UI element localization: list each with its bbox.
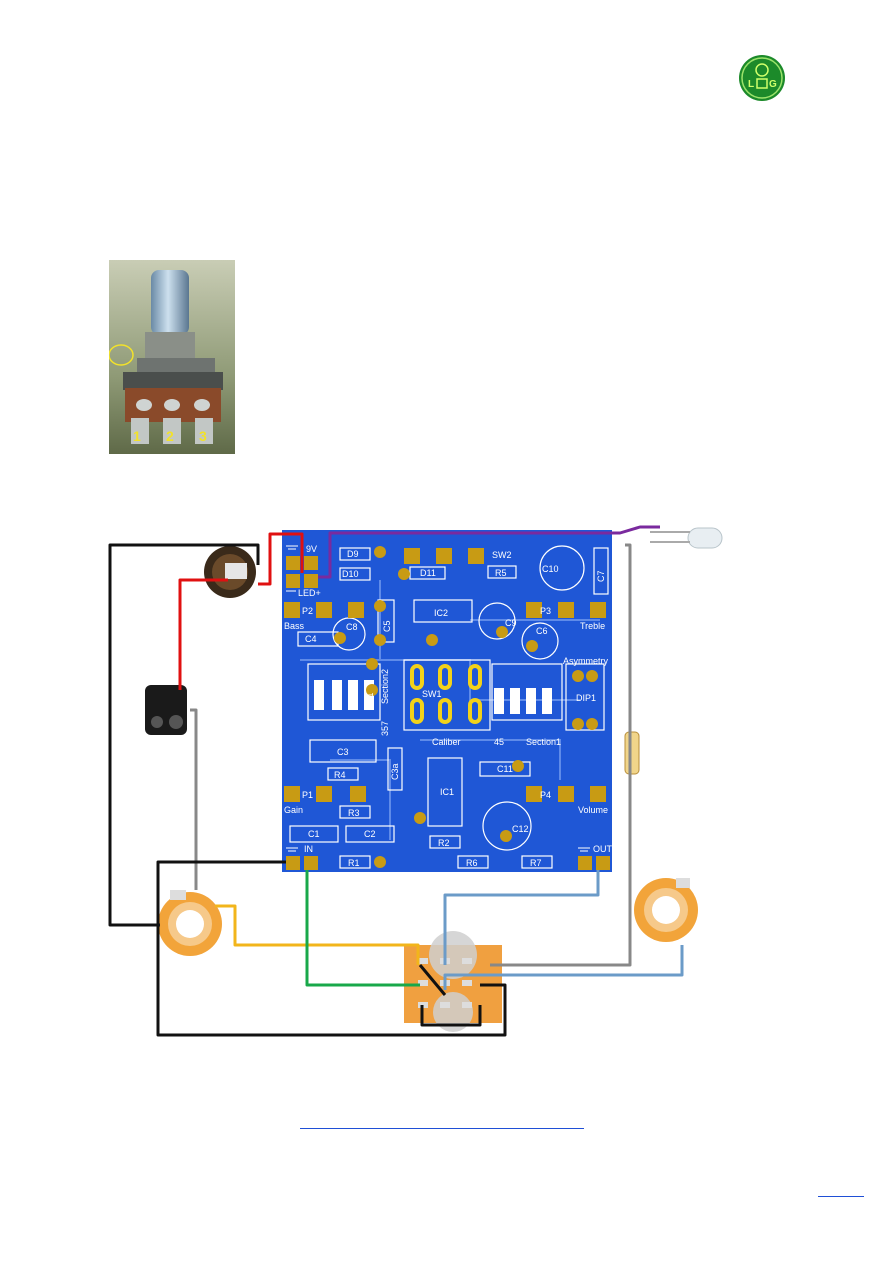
label-d1: D1 <box>365 692 375 704</box>
dc-jack <box>204 546 256 598</box>
label-p3: P3 <box>540 606 551 616</box>
label-ic2: IC2 <box>434 608 448 618</box>
label-in: IN <box>304 844 313 854</box>
input-jack <box>158 890 222 956</box>
label-treble: Treble <box>580 621 605 631</box>
label-bass: Bass <box>284 621 305 631</box>
label-d8: D8 <box>543 698 553 710</box>
label-p2: P2 <box>302 606 313 616</box>
label-c3a: C3a <box>390 763 400 780</box>
label-r2: R2 <box>438 838 450 848</box>
label-out: OUT <box>593 844 613 854</box>
pin-label-3: 3 <box>199 428 207 444</box>
label-section2: Section2 <box>380 669 390 704</box>
battery-clip <box>145 685 187 735</box>
label-led-plus: LED+ <box>298 588 321 598</box>
potentiometer-photo: 1 2 3 <box>109 260 235 454</box>
page-number-underline <box>818 1196 864 1197</box>
label-c7: C7 <box>596 570 606 582</box>
highlight-circle <box>109 344 134 366</box>
bulb-icon <box>755 63 769 77</box>
led-resistor <box>624 731 640 775</box>
label-r1: R1 <box>348 858 360 868</box>
label-c5: C5 <box>382 620 392 632</box>
label-p1: P1 <box>302 790 313 800</box>
label-c3: C3 <box>337 747 349 757</box>
label-c4: C4 <box>305 634 317 644</box>
label-9v: 9V <box>306 544 317 554</box>
label-section1: Section1 <box>526 737 561 747</box>
label-p4: P4 <box>540 790 551 800</box>
label-d5: D5 <box>495 698 505 710</box>
label-gain: Gain <box>284 805 303 815</box>
logo-letter-l: L <box>748 79 754 90</box>
logo-letter-g: G <box>769 79 777 90</box>
label-c12: C12 <box>512 824 529 834</box>
label-c6: C6 <box>536 626 548 636</box>
led <box>650 527 723 549</box>
label-r5: R5 <box>495 568 507 578</box>
label-c1: C1 <box>308 829 320 839</box>
output-jack <box>634 878 698 942</box>
label-d2: D2 <box>333 692 343 704</box>
label-c9: C9 <box>505 618 517 628</box>
label-c10: C10 <box>542 564 559 574</box>
pin-label-2: 2 <box>166 428 174 444</box>
brand-logo: L G <box>739 55 785 101</box>
label-sw2: SW2 <box>492 550 512 560</box>
label-d7: D7 <box>511 698 521 710</box>
label-d9: D9 <box>347 549 359 559</box>
label-caliber: Caliber <box>432 737 461 747</box>
label-r4: R4 <box>334 770 346 780</box>
label-r3: R3 <box>348 808 360 818</box>
label-d11: D11 <box>420 568 436 578</box>
label-dip1: DIP1 <box>576 693 596 703</box>
label-d6: D6 <box>527 698 537 710</box>
label-45: 45 <box>494 737 504 747</box>
label-d4: D4 <box>315 692 325 704</box>
label-volume: Volume <box>578 805 608 815</box>
label-sw1: SW1 <box>422 689 442 699</box>
label-c2: C2 <box>364 829 376 839</box>
label-ic1: IC1 <box>440 787 454 797</box>
label-r6: R6 <box>466 858 478 868</box>
label-357: 357 <box>380 721 390 736</box>
wiring-diagram: 9V LED+ D9 D10 D11 SW2 R5 C10 C7 C9 C6 C… <box>108 525 723 1037</box>
label-c11: C11 <box>497 764 513 774</box>
label-d3: D3 <box>349 692 359 704</box>
label-d10: D10 <box>342 569 359 579</box>
label-c8: C8 <box>346 622 358 632</box>
label-asymmetry: Asymmetry <box>563 656 609 666</box>
pin-label-1: 1 <box>133 428 141 444</box>
hyperlink-underline[interactable] <box>300 1115 584 1129</box>
label-r7: R7 <box>530 858 542 868</box>
